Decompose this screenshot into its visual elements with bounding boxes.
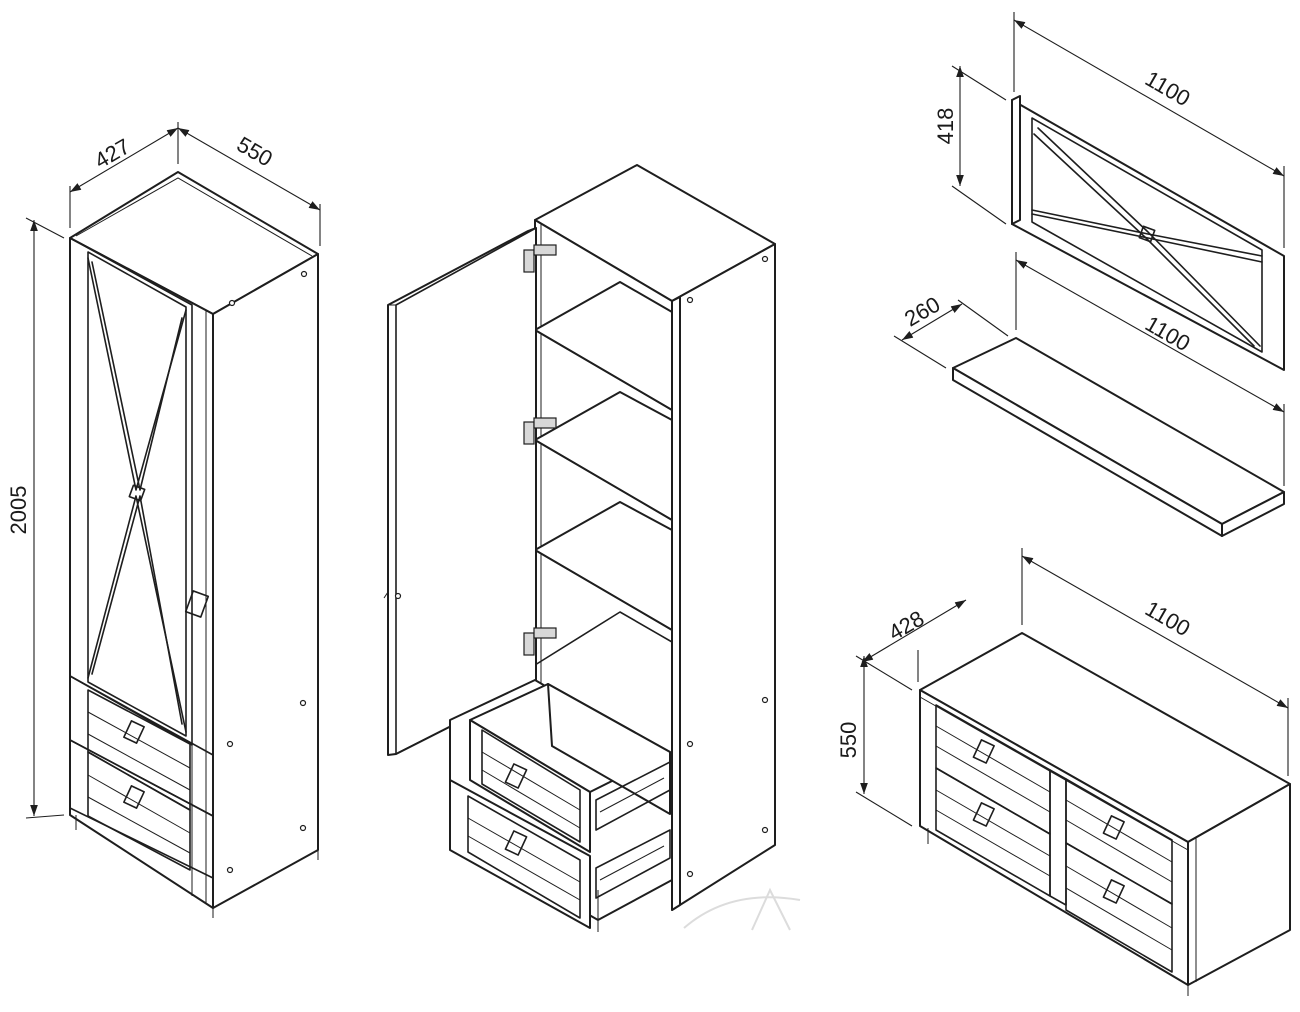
wall-panel-dimensions: 1100 418 bbox=[933, 12, 1285, 248]
chest-width-label: 1100 bbox=[1141, 596, 1194, 641]
chest-depth-label: 428 bbox=[884, 605, 928, 645]
wall-panel-width-label: 1100 bbox=[1141, 66, 1194, 111]
chest-of-drawers bbox=[919, 632, 1291, 996]
tall-cabinet-open bbox=[383, 164, 801, 932]
tall-cabinet-depth-label: 427 bbox=[90, 133, 134, 173]
tall-cabinet-closed bbox=[69, 171, 319, 918]
wall-panel-height-label: 418 bbox=[933, 108, 958, 145]
chest-height-label: 550 bbox=[836, 722, 861, 759]
tall-cabinet-width-label: 550 bbox=[233, 131, 277, 171]
wall-shelf-depth-label: 260 bbox=[900, 291, 944, 331]
wall-shelf bbox=[952, 337, 1285, 537]
tall-cabinet-height-label: 2005 bbox=[6, 486, 31, 535]
